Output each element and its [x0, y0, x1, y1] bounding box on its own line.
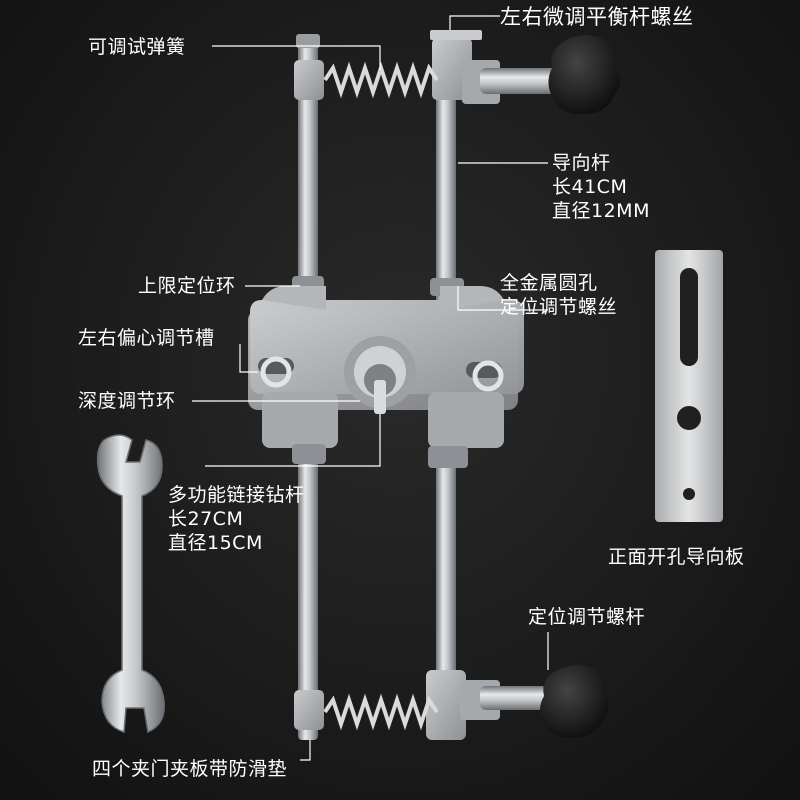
center-drill-hub: [344, 336, 416, 414]
label-hole-screw-line1: 全金属圆孔: [500, 272, 598, 294]
label-upper-ring: 上限定位环: [138, 275, 236, 297]
label-hole-screw-line2: 定位调节螺丝: [500, 296, 618, 318]
bottom-knob: [540, 665, 609, 738]
top-clamp-assembly: [294, 30, 590, 104]
label-drill-rod-diameter: 直径15CM: [168, 532, 263, 554]
leader-lines: [192, 15, 549, 761]
label-spring: 可调试弹簧: [88, 36, 186, 58]
top-spring: [323, 61, 439, 99]
label-drill-rod-length: 长27CM: [168, 508, 244, 530]
label-clamps: 四个夹门夹板带防滑垫: [92, 758, 288, 780]
eccentric-slot-right: [466, 360, 504, 392]
label-guide-rod-name: 导向杆: [552, 152, 611, 174]
label-depth-ring: 深度调节环: [78, 390, 176, 412]
label-guide-plate: 正面开孔导向板: [608, 546, 745, 568]
bottom-spring: [323, 693, 439, 731]
eccentric-slot-left: [258, 356, 294, 388]
label-eccentric-slot: 左右偏心调节槽: [78, 327, 215, 349]
label-drill-rod-name: 多功能链接钻杆: [168, 484, 305, 506]
guide-plate-image: [655, 250, 723, 522]
label-balance-screw: 左右微调平衡杆螺丝: [500, 5, 694, 29]
label-guide-rod-diameter: 直径12MM: [552, 200, 650, 222]
label-positioning-screw: 定位调节螺杆: [528, 606, 646, 628]
wrench-image: [96, 434, 165, 734]
top-knob: [548, 35, 620, 115]
lower-collars: [292, 444, 468, 468]
label-guide-rod-length: 长41CM: [552, 176, 628, 198]
